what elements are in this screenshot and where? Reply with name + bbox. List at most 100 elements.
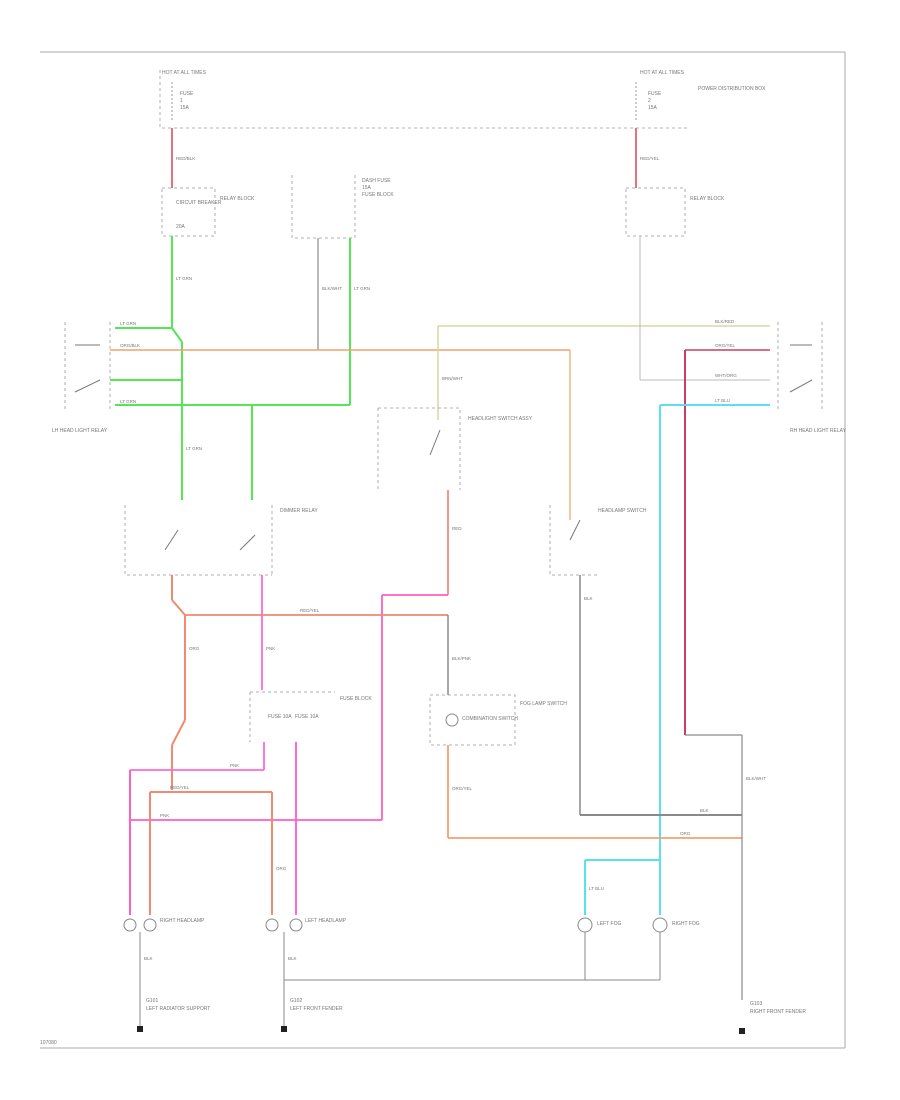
wire-label-21: BLK <box>584 596 593 601</box>
fuse-block-bottom: FUSE 10A FUSE 10A FUSE BLOCK PNK <box>130 691 372 915</box>
label-dash-fuse: DASH FUSE <box>362 178 391 184</box>
wire-group-top: RED/BLK RED/YEL <box>171 128 660 188</box>
label-ground-left: G101 <box>146 998 158 1004</box>
label-light-switch-assy: HEADLIGHT SWITCH ASSY <box>468 416 533 422</box>
label-combination-switch: COMBINATION SWITCH <box>462 716 518 722</box>
ground-icon-right <box>739 1028 745 1034</box>
wire-label-16: RED <box>452 526 462 531</box>
wire-label-9: LT GRN <box>120 399 136 404</box>
headlamp-switch-right: HEADLAMP SWITCH BLK BLK <box>549 505 742 816</box>
wire-label-18: BLK/PNK <box>452 656 471 661</box>
rh-relay-box: RH HEAD LIGHT RELAY <box>777 322 847 434</box>
right-headlamp-icon <box>123 918 137 932</box>
combination-switch: COMBINATION SWITCH FOG LAMP SWITCH BLK/P… <box>429 615 742 839</box>
wire-label-7: ORG/BLK <box>120 343 140 348</box>
wire-cyan: LT BLU LT BLU <box>584 398 770 915</box>
label-fuse-b2: FUSE 10A <box>295 714 319 720</box>
label-fuse-b1: FUSE 10A <box>268 714 292 720</box>
wire-label-5: LT GRN <box>354 286 370 291</box>
right-headlamp-icon-2 <box>143 918 157 932</box>
label-fuse-left-num: 1 <box>180 98 183 104</box>
power-distribution-box: HOT AT ALL TIMES HOT AT ALL TIMES FUSE 1… <box>159 70 766 129</box>
label-dash-fuse-amp: 15A <box>362 185 372 191</box>
label-circuit-breaker: CIRCUIT BREAKER <box>176 200 222 206</box>
label-hot-right: HOT AT ALL TIMES <box>640 70 685 76</box>
label-lh-relay: LH HEAD LIGHT RELAY <box>52 428 108 434</box>
label-fuse-left: FUSE <box>180 91 194 97</box>
wire-salmon-top: ORG/BLK <box>110 343 571 520</box>
lh-relay-box: LH HEAD LIGHT RELAY <box>52 322 111 434</box>
wire-gray-dash: BLK/WHT <box>317 238 342 350</box>
left-fog-icon <box>577 917 593 933</box>
label-ground-mid-desc: LEFT FRONT FENDER <box>290 1006 343 1012</box>
ground-icon-left <box>137 1026 143 1032</box>
wire-label-28: BLK <box>144 956 153 961</box>
label-left-headlamp: LEFT HEADLAMP <box>305 918 347 924</box>
label-ground-mid: G102 <box>290 998 302 1004</box>
wire-label-20: RED/YEL <box>170 785 190 790</box>
label-right-fog: RIGHT FOG <box>672 921 700 927</box>
wire-orange-down: RED/YEL ORG <box>171 575 448 790</box>
wire-gray-right-ground: BLK/WHT <box>685 734 766 1000</box>
wire-label-26: ORG/YEL <box>452 786 473 791</box>
wire-label-32: BLK/WHT <box>746 776 766 781</box>
label-dimmer-relay: DIMMER RELAY <box>280 508 318 514</box>
label-ground-left-desc: LEFT RADIATOR SUPPORT <box>146 1006 210 1012</box>
ground-icon-mid <box>281 1026 287 1032</box>
diagram-frame <box>40 51 846 1049</box>
dash-fuse: DASH FUSE FUSE BLOCK 15A <box>291 175 394 239</box>
wire-label-25: PNK <box>160 813 169 818</box>
left-headlamp-icon-2 <box>289 918 303 932</box>
wire-label-2: LT GRN <box>176 276 192 281</box>
wire-label-30: BLK <box>700 808 709 813</box>
footer-code: 107080 <box>40 1040 57 1046</box>
label-fuse-right: FUSE <box>648 91 662 97</box>
wire-gray-right: WHT/ORG <box>639 236 770 381</box>
label-hot-left: HOT AT ALL TIMES <box>162 70 207 76</box>
wire-label-10: BRN/WHT <box>442 376 463 381</box>
wire-label-31: ORG <box>680 831 691 836</box>
label-fuse-right-num: 2 <box>648 98 651 104</box>
wire-label-3: LT GRN <box>120 321 136 326</box>
label-right-headlamp: RIGHT HEADLAMP <box>160 918 205 924</box>
label-ground-right: G103 <box>750 1001 762 1007</box>
wire-pink-center: RED <box>381 490 462 820</box>
wire-tan: BRN/WHT BLK/RED <box>437 319 770 420</box>
wire-label-17: RED/YEL <box>300 608 320 613</box>
wire-label-4: BLK/WHT <box>322 286 342 291</box>
wire-label-12: WHT/ORG <box>715 373 737 378</box>
ground-wiring: BLK BLK G101 LEFT RADIATOR SUPPORT G102 … <box>137 932 806 1034</box>
label-fuse-block-bottom: FUSE BLOCK <box>340 696 372 702</box>
label-left-fog: LEFT FOG <box>597 921 621 927</box>
headlight-switch-assy: HEADLIGHT SWITCH ASSY <box>377 407 533 490</box>
label-fog-lamp-switch: FOG LAMP SWITCH <box>520 701 567 707</box>
relay-block-right: RELAY BLOCK <box>625 187 725 237</box>
wire-label-24: PNK <box>230 763 239 768</box>
label-power-dist-box: POWER DISTRIBUTION BOX <box>698 86 766 92</box>
wire-label-14: LT GRN <box>186 446 202 451</box>
left-headlamp-icon <box>265 918 279 932</box>
label-fuse-left-amp: 15A <box>180 105 190 111</box>
circuit-breaker: CIRCUIT BREAKER 20A RELAY BLOCK <box>161 187 255 237</box>
wire-magenta: PNK <box>261 575 275 690</box>
label-relay-block-2: RELAY BLOCK <box>690 196 725 202</box>
wire-label-13: LT BLU <box>715 398 730 403</box>
wire-label-23: ORG <box>276 866 287 871</box>
label-fuse-block: FUSE BLOCK <box>362 192 394 198</box>
wire-label-15: ORG/YEL <box>715 343 736 348</box>
label-relay-block: RELAY BLOCK <box>220 196 255 202</box>
wire-label-29: BLK <box>288 956 297 961</box>
label-fuse-right-amp: 15A <box>648 105 658 111</box>
right-fog-icon <box>652 917 668 933</box>
wire-label-19: PNK <box>266 646 275 651</box>
wire-label-22: ORG <box>189 646 200 651</box>
wire-headlamp-left: PNK RED/YEL ORG <box>129 770 382 915</box>
lamps: RIGHT HEADLAMP LEFT HEADLAMP LEFT FOG RI… <box>123 917 700 933</box>
wire-label-11: BLK/RED <box>715 319 735 324</box>
wire-green-left: LT GRN LT GRN LT GRN LT GRN LT GRN <box>110 236 370 500</box>
wire-label-27: LT BLU <box>589 886 604 891</box>
wire-label-1: RED/BLK <box>176 156 195 161</box>
wire-label-6: RED/YEL <box>640 156 660 161</box>
label-cb-amp: 20A <box>176 224 186 230</box>
